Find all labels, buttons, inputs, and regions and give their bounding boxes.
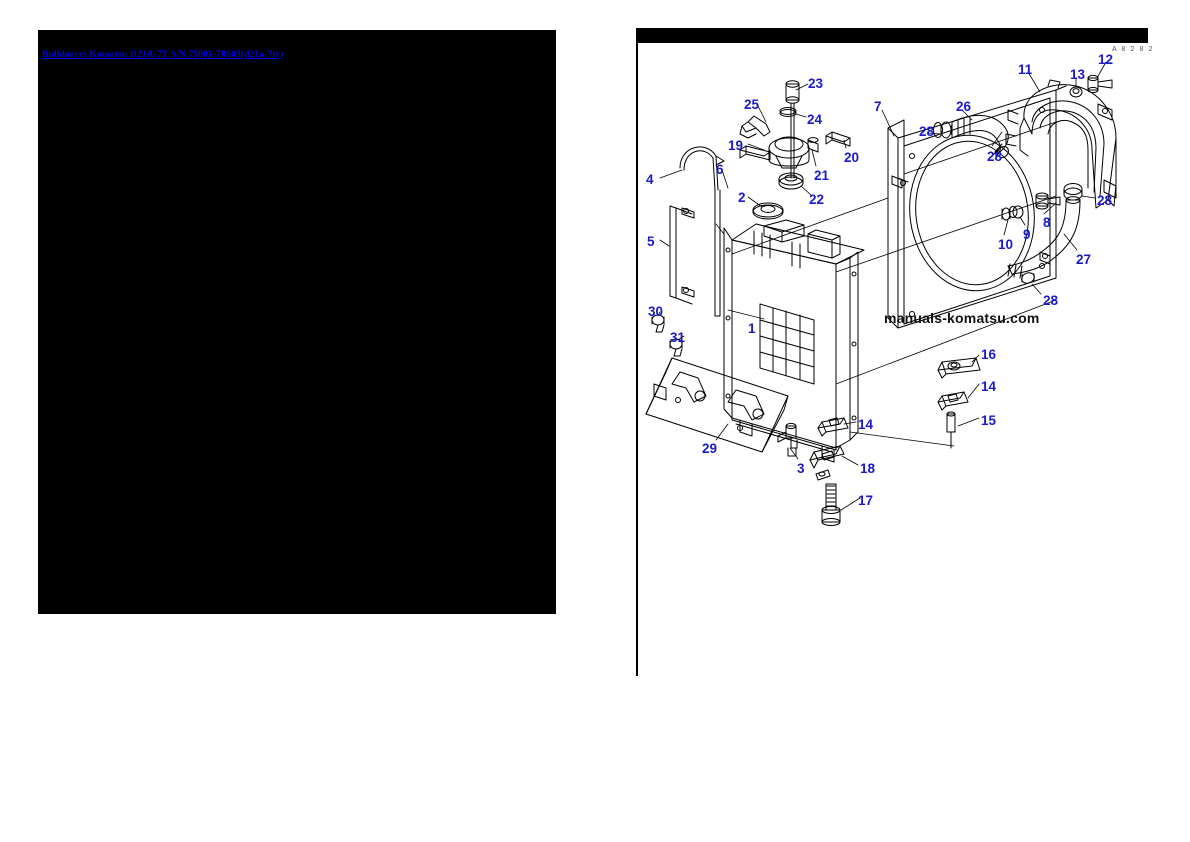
- diagram-left-border: [636, 28, 638, 676]
- radiator-assembly-drawing: [645, 61, 1117, 526]
- callout-31: 31: [670, 330, 686, 345]
- callout-17: 17: [858, 493, 874, 508]
- callout-3: 3: [797, 461, 805, 476]
- callout-1: 1: [748, 321, 756, 336]
- callout-18: 18: [860, 461, 876, 476]
- diagram-header-bar: [636, 28, 1148, 43]
- callout-28-d: 28: [1043, 293, 1059, 308]
- callout-22: 22: [809, 192, 825, 207]
- site-watermark: manuals-komatsu.com: [884, 310, 1040, 326]
- callout-11: 11: [1018, 62, 1033, 77]
- callout-2: 2: [738, 190, 746, 205]
- callout-28-c: 28: [1097, 193, 1113, 208]
- callout-10: 10: [998, 237, 1014, 252]
- callout-15: 15: [981, 413, 997, 428]
- callout-26: 26: [956, 99, 972, 114]
- callout-30: 30: [648, 304, 664, 319]
- callout-14: 14: [981, 379, 997, 394]
- callout-12: 12: [1098, 52, 1114, 67]
- callout-21: 21: [814, 168, 830, 183]
- callout-28-a: 28: [919, 124, 935, 139]
- callout-28-b: 28: [987, 149, 1003, 164]
- callout-25: 25: [744, 97, 760, 112]
- callout-29: 29: [702, 441, 718, 456]
- callout-14-lower: 14: [858, 417, 874, 432]
- parts-book-title-link[interactable]: Bulldozers Komatsu D21A-7T S/N 75001-786…: [42, 50, 284, 60]
- thumbnail-placeholder: Bulldozers Komatsu D21A-7T S/N 75001-786…: [38, 30, 556, 614]
- callout-8: 8: [1043, 215, 1051, 230]
- parts-diagram-panel: A 8 2 8 2: [636, 28, 1152, 676]
- callout-13: 13: [1070, 67, 1086, 82]
- callout-20: 20: [844, 150, 860, 165]
- callout-6: 6: [716, 162, 724, 177]
- callout-19: 19: [728, 138, 744, 153]
- callout-4: 4: [646, 172, 654, 187]
- callout-23: 23: [808, 76, 824, 91]
- callout-24: 24: [807, 112, 823, 127]
- callout-7: 7: [874, 99, 882, 114]
- callout-9: 9: [1023, 227, 1031, 242]
- callout-5: 5: [647, 234, 655, 249]
- drawing-code-label: A 8 2 8 2: [1112, 46, 1155, 53]
- callout-27: 27: [1076, 252, 1092, 267]
- callout-16: 16: [981, 347, 997, 362]
